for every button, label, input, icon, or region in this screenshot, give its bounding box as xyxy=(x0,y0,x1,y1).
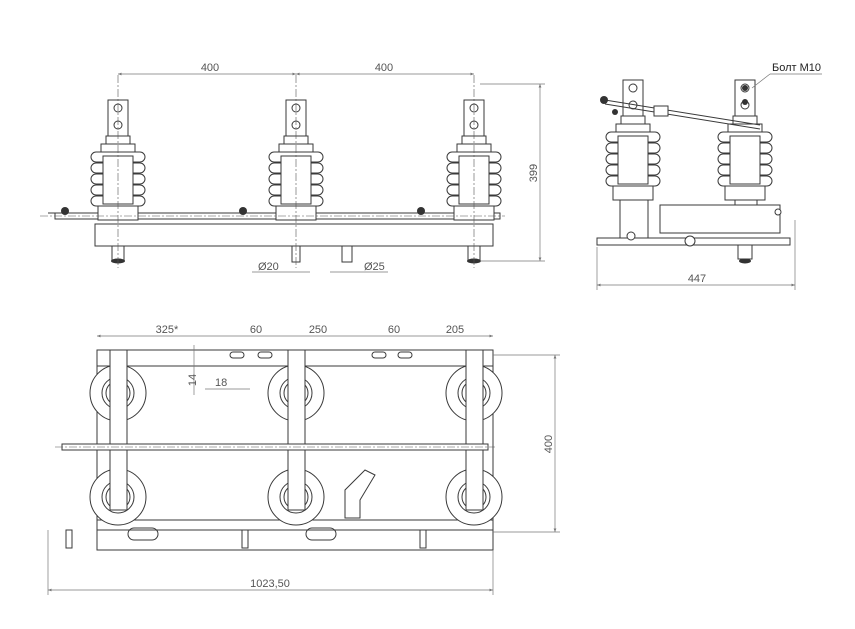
dim-250: 250 xyxy=(309,324,327,336)
dim-399: 399 xyxy=(528,164,540,182)
side-insulator-left xyxy=(605,79,661,201)
dim-60-right: 60 xyxy=(388,324,400,336)
blade-right xyxy=(465,349,484,511)
top-view: 325* 60 250 60 205 14 18 400 1023,50 xyxy=(47,324,560,595)
dim-400-left: 400 xyxy=(201,62,219,74)
blade-middle xyxy=(287,349,306,511)
dim-1023-50: 1023,50 xyxy=(250,578,290,590)
side-insulator-right xyxy=(717,79,773,201)
dim-205: 205 xyxy=(446,324,464,336)
dim-400-depth: 400 xyxy=(543,435,555,453)
dim-diameter-25: Ø25 xyxy=(364,261,385,273)
front-view: 400 400 399 Ø20 Ø25 xyxy=(40,62,545,273)
dim-14: 14 xyxy=(187,374,199,386)
dim-325: 325* xyxy=(156,324,179,336)
dim-447: 447 xyxy=(688,273,706,285)
dim-400-right: 400 xyxy=(375,62,393,74)
dim-60-left: 60 xyxy=(250,324,262,336)
blade-left xyxy=(109,349,128,511)
dim-diameter-20: Ø20 xyxy=(258,261,279,273)
base-frame xyxy=(94,223,494,247)
shaft-25 xyxy=(341,245,353,263)
dim-18: 18 xyxy=(215,377,227,389)
bolt-m10-callout: Болт М10 xyxy=(772,62,821,74)
side-view: Болт М10 447 xyxy=(596,62,822,290)
